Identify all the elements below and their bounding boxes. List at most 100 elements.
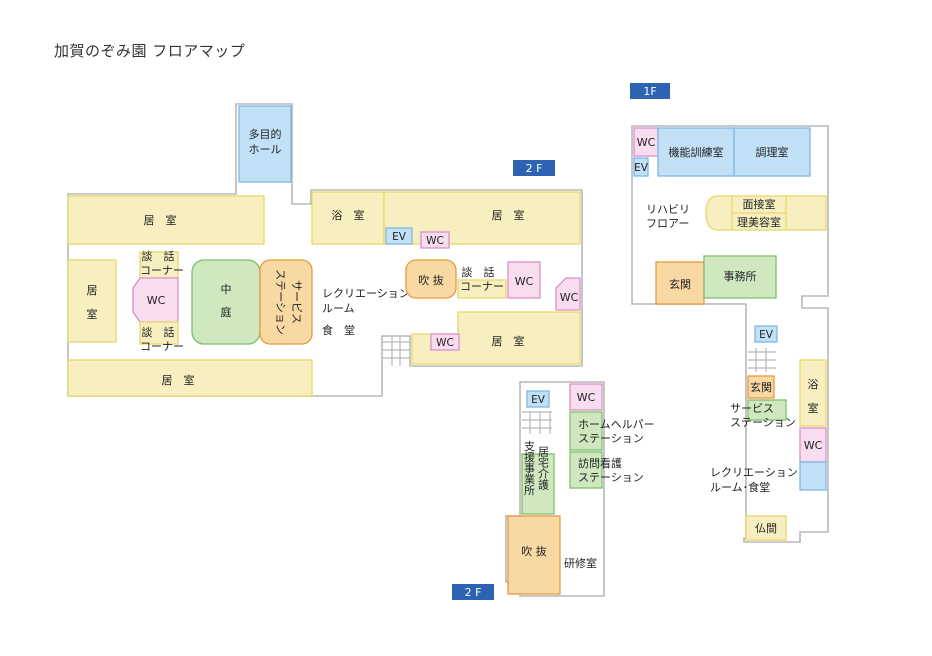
rec-room-1f-label-1: レクリエーション <box>710 466 798 479</box>
elevator-annex <box>526 390 550 408</box>
lounge-corner-3 <box>457 279 507 299</box>
atrium-annex <box>507 515 561 595</box>
wc-2f-top <box>420 231 450 249</box>
service-station-1f <box>747 399 787 421</box>
badge-1f-label: 1F <box>643 85 656 98</box>
training-room-label: 研修室 <box>564 556 597 570</box>
living-room-left <box>67 259 117 343</box>
wc-1f-right <box>799 427 827 463</box>
stairs-1f <box>748 348 776 372</box>
page-title: 加賀のぞみ園 フロアマップ <box>54 42 246 60</box>
wc-1f-top <box>633 127 659 157</box>
stairs-annex <box>522 411 552 434</box>
multipurpose-hall-label-2: ホール <box>249 143 282 156</box>
elevator-1f-mid <box>754 325 778 343</box>
courtyard <box>191 259 261 345</box>
badge-2f-annex-label: 2 F <box>465 586 482 599</box>
elevator-1f-top <box>633 157 649 177</box>
rehab-training-room-label: 機能訓練室 <box>669 145 724 159</box>
home-helper-station-label-1: ホームヘルパー <box>578 418 655 431</box>
office-label: 事務所 <box>724 269 757 283</box>
service-station-1f-label-2: ステーション <box>730 416 796 429</box>
service-station-2f-label-2: ステーション <box>274 269 287 335</box>
rec-room-2f-label-1: レクリエーション <box>322 287 410 300</box>
wc-2f-left-label: WC <box>147 294 166 307</box>
wc-1f-top-label: WC <box>637 136 656 149</box>
courtyard-label-1: 中 <box>221 283 232 296</box>
badge-2f-main <box>513 160 555 176</box>
home-nursing-station-label-1: 訪問看護 <box>578 456 622 470</box>
home-care-support-office <box>521 453 555 515</box>
bathroom-1f <box>799 359 827 427</box>
living-room-top-left-label: 居 室 <box>144 213 177 227</box>
lounge-corner-2 <box>139 321 179 345</box>
buddhist-altar-room <box>745 515 787 541</box>
lounge-corner-3-label-2: コーナー <box>460 280 504 293</box>
home-helper-station <box>569 411 603 451</box>
home-helper-station-label-2: ステーション <box>578 432 644 445</box>
living-room-left-label-2: 室 <box>87 307 98 321</box>
elevator-annex-label: EV <box>531 394 546 406</box>
interview-room-label: 面接室 <box>743 197 776 211</box>
cooking-room <box>733 127 811 177</box>
bathroom-2f-label: 浴 室 <box>332 208 365 222</box>
wc-2f-mid-label: WC <box>515 275 534 288</box>
atrium-2f <box>405 259 457 299</box>
badge-1f <box>630 83 670 99</box>
wc-annex <box>569 383 603 411</box>
lounge-corner-1-label-2: コーナー <box>140 264 184 277</box>
wc-2f-bottom-label: WC <box>436 337 454 349</box>
courtyard-label-2: 庭 <box>221 305 232 319</box>
elevator-2f-label: EV <box>392 231 407 243</box>
multipurpose-hall-label-1: 多目的 <box>249 127 282 141</box>
wc-2f-right-label: WC <box>560 291 579 304</box>
lounge-corner-1 <box>139 251 179 279</box>
living-room-bottom-label: 居 室 <box>162 373 195 387</box>
living-room-top-left <box>67 195 265 245</box>
rehab-floor-label-1: リハビリ <box>646 203 690 216</box>
living-room-top-right <box>383 191 581 245</box>
home-nursing-station <box>569 451 603 489</box>
cooking-room-label: 調理室 <box>756 145 789 159</box>
service-station-1f-label-1: サービス <box>730 402 774 415</box>
bathroom-1f-label-2: 室 <box>808 401 819 415</box>
office <box>703 255 777 299</box>
wc-2f-bottom <box>430 333 460 351</box>
badge-2f-main-label: 2 F <box>526 162 543 175</box>
service-station-2f-label-1: サービス <box>290 280 303 324</box>
living-room-left-label-1: 居 <box>87 284 98 297</box>
entrance-1f-side <box>747 375 775 399</box>
rec-room-2f-label-2: ルーム <box>322 302 355 315</box>
entrance-1f-main <box>655 261 705 305</box>
elevator-2f <box>385 227 413 245</box>
atrium-2f-label: 吹 抜 <box>418 273 444 287</box>
home-nursing-station-label-2: ステーション <box>578 471 644 484</box>
lounge-corner-1-label-1: 談 話 <box>142 249 175 263</box>
home-care-support-label-2: 支援事業所 <box>523 440 536 496</box>
bathroom-1f-label-1: 浴 <box>808 378 819 391</box>
rehab-training-room <box>657 127 735 177</box>
buddhist-altar-room-label: 仏間 <box>755 522 777 535</box>
floor-1f: 1F WC EV 機能訓練室 調理室 リハビリ フロアー 面接室 理美容室 玄関… <box>630 83 829 543</box>
wc-annex-label: WC <box>577 391 596 404</box>
multipurpose-hall <box>238 105 292 183</box>
elevator-1f-top-label: EV <box>634 162 649 174</box>
floor-2f-main: 多目的 ホール 居 室 浴 室 居 室 EV WC 居 室 談 話 コーナー W… <box>67 103 583 397</box>
wc-2f-top-label: WC <box>426 235 444 247</box>
wc-1f-right-label: WC <box>804 439 823 452</box>
elevator-1f-mid-label: EV <box>759 329 774 341</box>
badge-2f-annex <box>452 584 494 600</box>
rec-room-2f-label-3: 食 堂 <box>322 323 355 337</box>
service-station-2f <box>259 259 313 345</box>
wc-2f-right <box>555 277 581 311</box>
rehab-floor-label-2: フロアー <box>646 217 689 230</box>
rec-room-1f-label-2: ルーム･食堂 <box>710 480 770 494</box>
home-care-support-label-1: 居宅介護 <box>537 446 550 491</box>
entrance-1f-main-label: 玄関 <box>669 277 691 291</box>
beauty-salon-label: 理美容室 <box>737 215 781 229</box>
lounge-corner-2-label-1: 談 話 <box>142 325 175 339</box>
bathroom-2f <box>311 191 385 245</box>
floor-1f-outline <box>631 125 829 543</box>
living-room-top-right-label: 居 室 <box>492 208 525 222</box>
